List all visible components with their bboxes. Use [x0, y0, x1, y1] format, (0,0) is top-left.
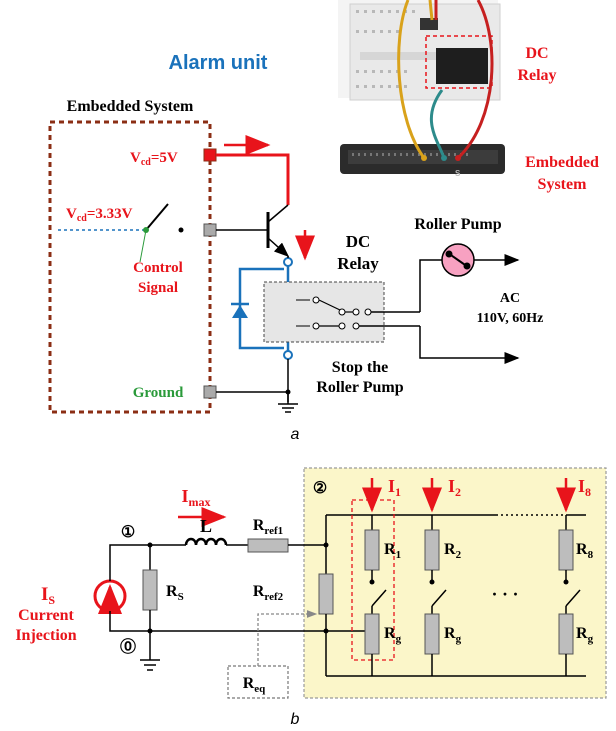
imax-label: Imax — [181, 486, 210, 509]
branch-2 — [424, 515, 447, 676]
branch-8 — [558, 515, 581, 676]
teal-wire — [429, 89, 446, 159]
embedded-system-label: Embedded System — [67, 98, 194, 115]
vcd333-label: Vcd=3.33V — [66, 206, 133, 224]
node-1-label: ① — [121, 524, 135, 541]
relay-module — [436, 48, 488, 84]
req-box — [227, 665, 289, 699]
r8-label: R8 — [576, 541, 594, 561]
relay-contact-box — [263, 281, 385, 343]
i2-label: I2 — [448, 476, 461, 499]
stop-pump-label-1: Stop the — [332, 359, 388, 376]
alarm-unit-title: Alarm unit — [169, 52, 268, 74]
i1-label: I1 — [388, 476, 401, 499]
yellow-wire — [397, 0, 426, 159]
control-switch — [145, 203, 169, 231]
roller-pump-label: Roller Pump — [414, 216, 501, 233]
req-label: Req — [243, 675, 266, 695]
dc-relay-label-2: Relay — [337, 254, 379, 273]
ground-icon-b — [140, 631, 160, 671]
ground-icon — [278, 392, 298, 413]
svg-text:S: S — [455, 169, 461, 178]
photo-relay-label-2: Relay — [517, 67, 556, 84]
rg1-label: Rg — [384, 625, 402, 645]
req-pointer — [257, 610, 318, 666]
node-0-label: ⓪ — [120, 637, 136, 656]
panel-a: S DC Relay Embedded System Alarm unit Em… — [48, 0, 599, 443]
ac-label-1: AC — [500, 291, 520, 306]
node-2-label: ② — [313, 480, 327, 497]
photo-embedded-label-2: System — [538, 176, 588, 193]
vcd5-label: Vcd=5V — [130, 150, 178, 168]
relay-coil-circuit — [231, 256, 294, 360]
rs-resistor — [142, 569, 158, 611]
ground-label: Ground — [133, 385, 184, 401]
current-injection-label-2: Injection — [15, 627, 76, 644]
inductor-label: L — [200, 516, 212, 536]
stop-pump-label-2: Roller Pump — [316, 379, 403, 396]
control-signal-label-2: Signal — [138, 280, 178, 296]
red-wire — [456, 0, 494, 160]
rref1-label: Rref1 — [253, 517, 283, 537]
ground-terminal — [203, 385, 217, 399]
electrode-region — [303, 467, 607, 699]
control-terminal — [203, 223, 217, 237]
r2-label: R2 — [444, 541, 462, 561]
rs-label: RS — [166, 583, 184, 603]
inductor-icon — [184, 537, 228, 546]
r1-label: R1 — [384, 541, 401, 561]
photo-relay-label-1: DC — [525, 45, 548, 62]
photo-embedded-label-1: Embedded — [525, 154, 599, 171]
i8-label: I8 — [578, 476, 591, 499]
rg8-label: Rg — [576, 625, 594, 645]
panel-b: IS Current Injection RS ① ⓪ ② Imax L Rre — [15, 467, 607, 728]
rg2-label: Rg — [444, 625, 462, 645]
branch-1 — [351, 499, 395, 676]
caption-b: b — [291, 711, 300, 728]
rref2-label: Rref2 — [253, 583, 284, 603]
is-label: IS — [41, 584, 55, 607]
control-signal-label-1: Control — [133, 260, 183, 276]
hardware-photo: S — [338, 0, 505, 178]
caption-a: a — [291, 426, 300, 443]
ac-label-2: 110V, 60Hz — [477, 311, 544, 326]
vcd5-wire — [216, 153, 290, 205]
rref2-resistor — [318, 573, 334, 615]
diode-icon — [232, 305, 248, 318]
ellipsis-label: · · · — [491, 584, 518, 604]
vcd5-terminal — [203, 148, 217, 162]
transistor-symbol — [266, 204, 290, 258]
current-injection-label-1: Current — [18, 607, 74, 624]
dc-relay-label-1: DC — [346, 232, 371, 251]
control-signal-pointer — [139, 229, 147, 263]
rref1-resistor — [247, 538, 289, 553]
